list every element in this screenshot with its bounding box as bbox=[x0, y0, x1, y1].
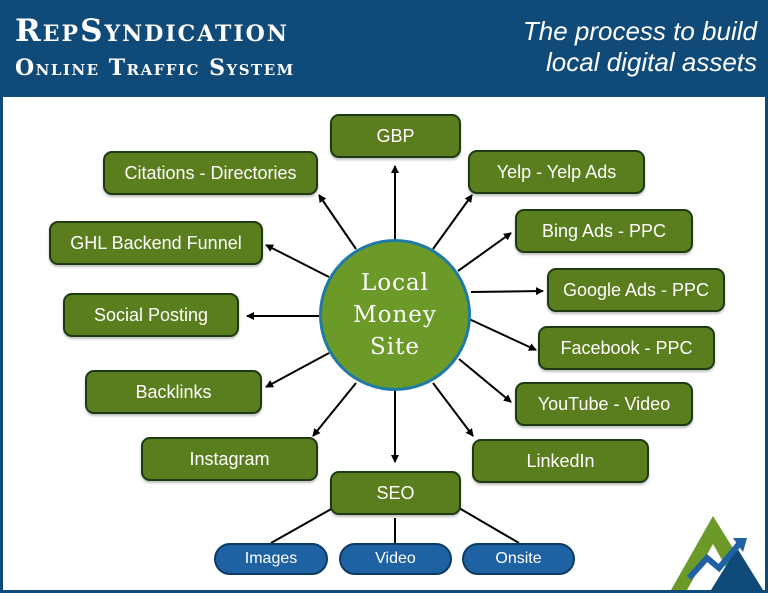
hub-line-1: Local bbox=[360, 270, 430, 296]
connector-lines bbox=[246, 165, 544, 544]
node-bing-ads-ppc: Bing Ads - PPC bbox=[515, 209, 693, 253]
hub-local-money-site: Local Money Site bbox=[319, 239, 471, 391]
header-banner: RepSyndication Online Traffic System The… bbox=[3, 3, 765, 97]
node-social-posting: Social Posting bbox=[63, 293, 239, 337]
arrow-to-facebook bbox=[468, 318, 537, 351]
node-citations-directories: Citations - Directories bbox=[103, 151, 318, 195]
node-gbp: GBP bbox=[330, 114, 461, 158]
hub-line-3: Site bbox=[370, 334, 420, 360]
node-youtube-video: YouTube - Video bbox=[515, 382, 693, 426]
link-seo-images bbox=[270, 507, 334, 544]
arrow-to-bing bbox=[457, 232, 512, 272]
tagline: The process to build local digital asset… bbox=[467, 16, 757, 78]
node-instagram: Instagram bbox=[141, 437, 318, 481]
node-backlinks: Backlinks bbox=[85, 370, 262, 414]
node-google-ads-ppc: Google Ads - PPC bbox=[547, 268, 725, 312]
mountain-logo-icon bbox=[671, 516, 763, 590]
tagline-line-1: The process to build bbox=[522, 16, 757, 46]
link-seo-onsite bbox=[458, 507, 520, 544]
node-seo: SEO bbox=[330, 471, 461, 515]
brand-title: RepSyndication bbox=[15, 13, 289, 49]
arrow-to-backlinks bbox=[265, 352, 330, 388]
arrow-to-citations bbox=[318, 194, 357, 250]
pill-video: Video bbox=[339, 543, 452, 575]
brand-subtitle: Online Traffic System bbox=[15, 55, 295, 81]
node-facebook-ppc: Facebook - PPC bbox=[538, 326, 715, 370]
node-ghl-backend-funnel: GHL Backend Funnel bbox=[49, 221, 263, 265]
tagline-line-2: local digital assets bbox=[546, 47, 757, 77]
pill-images: Images bbox=[214, 543, 328, 575]
arrow-to-instagram bbox=[312, 382, 357, 437]
hub-line-2: Money bbox=[353, 302, 437, 328]
arrow-to-yelp bbox=[432, 194, 473, 250]
node-linkedin: LinkedIn bbox=[472, 439, 649, 483]
arrow-to-youtube bbox=[458, 358, 512, 403]
arrow-to-linkedin bbox=[432, 382, 474, 437]
arrow-to-ghl bbox=[265, 244, 330, 278]
pill-onsite: Onsite bbox=[462, 543, 575, 575]
node-yelp-yelp-ads: Yelp - Yelp Ads bbox=[468, 150, 645, 194]
arrow-to-google bbox=[470, 287, 544, 296]
